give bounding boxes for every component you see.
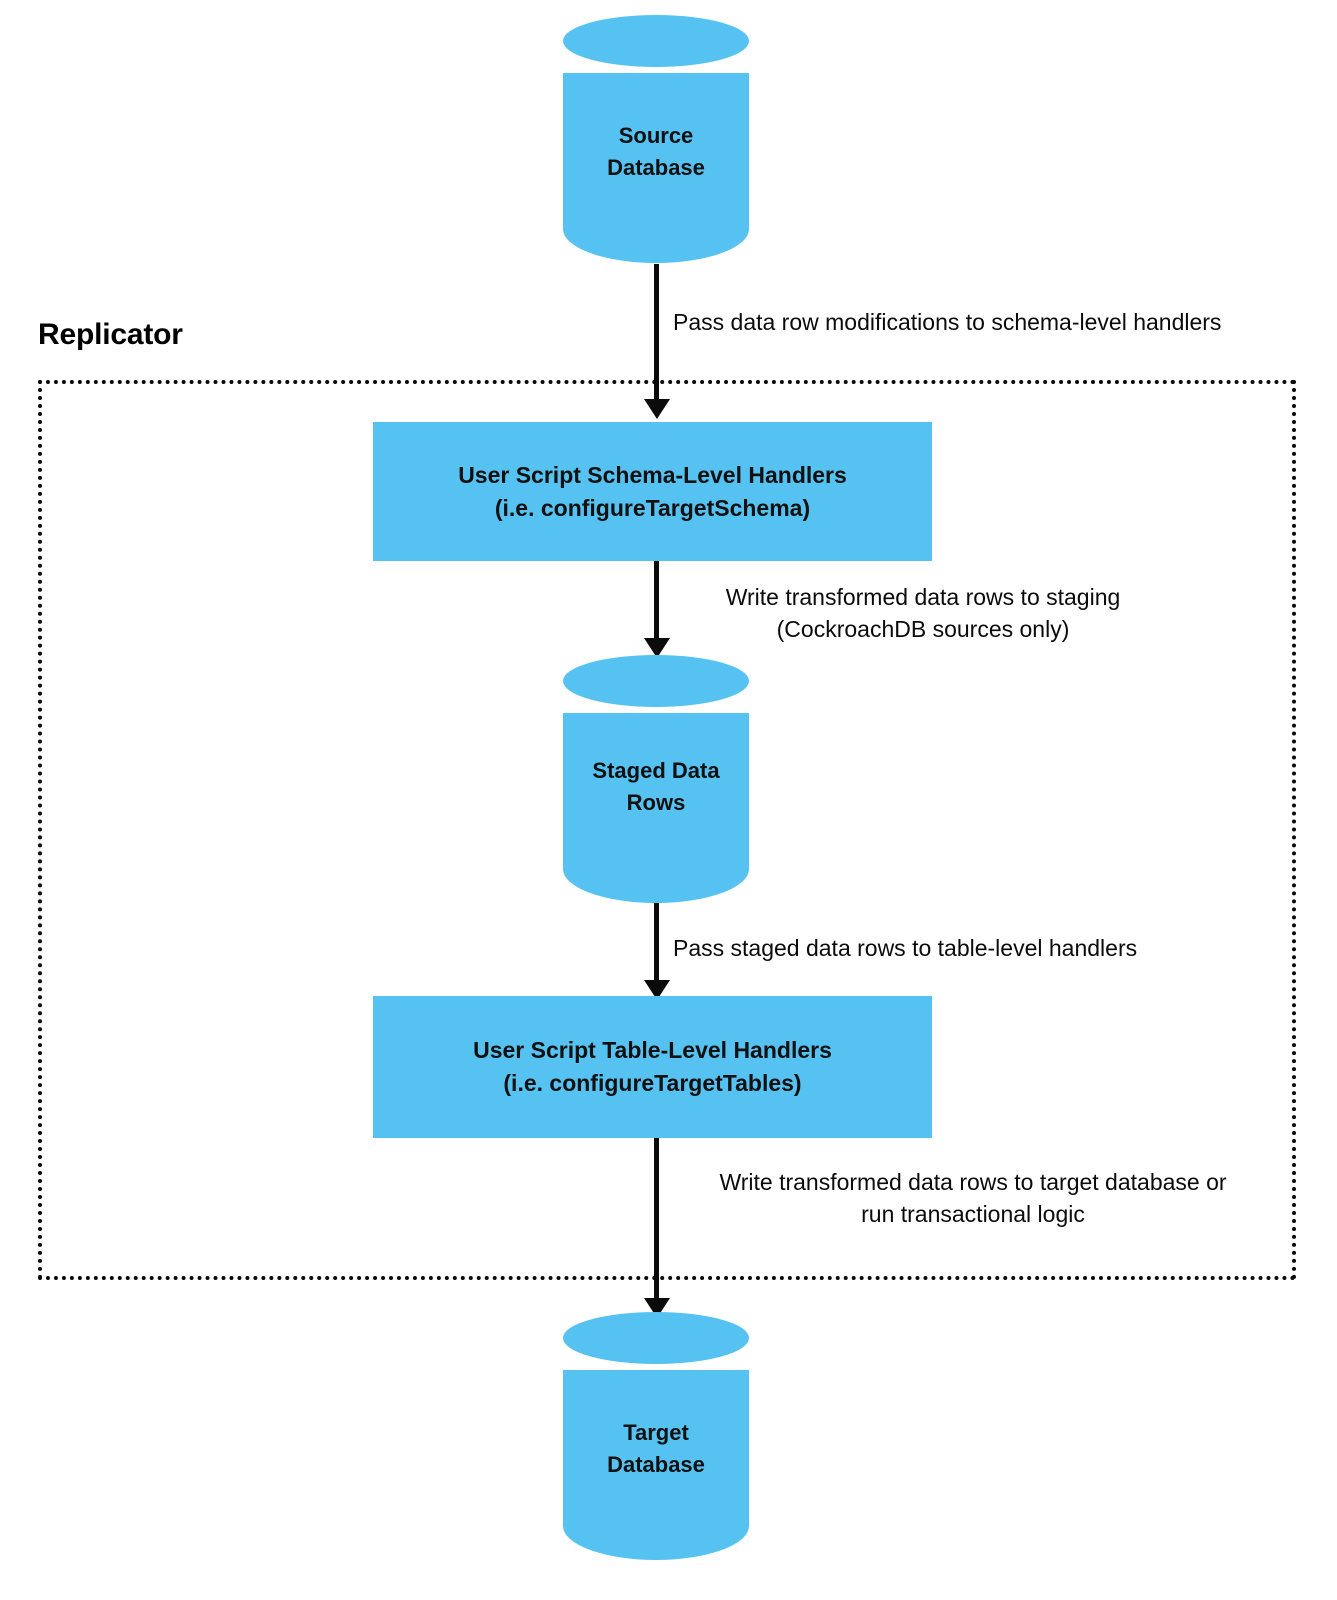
arrow-head <box>644 980 670 1000</box>
arrow-schema-handlers-to-staged-rows <box>644 561 670 658</box>
arrow-shaft <box>654 264 659 402</box>
arrow-label-source-to-schema-handlers: Pass data row modifications to schema-le… <box>673 309 1222 335</box>
arrow-label-table-handlers-to-target-database: Write transformed data rows to target da… <box>719 1169 1227 1228</box>
arrow-shaft <box>654 561 659 641</box>
arrow-head <box>644 638 670 658</box>
arrow-shaft <box>654 903 659 983</box>
replicator-group-label: Replicator <box>38 318 183 351</box>
node-table-level-handlers: User Script Table-Level Handlers (i.e. c… <box>373 996 932 1138</box>
cylinder-body <box>563 1370 749 1560</box>
replicator-group-boundary <box>38 380 1296 1280</box>
arrow-staged-rows-to-table-handlers <box>644 903 670 1000</box>
node-schema-level-handlers: User Script Schema-Level Handlers (i.e. … <box>373 422 932 561</box>
node-staged-data-rows-label: Staged Data Rows <box>592 758 720 815</box>
node-target-database-label: Target Database <box>607 1420 705 1477</box>
arrow-label-staged-rows-to-table-handlers: Pass staged data rows to table-level han… <box>673 935 1138 961</box>
cylinder-body <box>563 713 749 903</box>
cylinder-body <box>563 73 749 263</box>
arrow-label-schema-handlers-to-staged-rows: Write transformed data rows to staging (… <box>725 584 1121 643</box>
cylinder-top-ellipse <box>563 15 749 67</box>
node-schema-level-handlers-label: User Script Schema-Level Handlers (i.e. … <box>458 461 847 521</box>
arrow-source-to-schema-handlers <box>644 264 670 419</box>
arrow-shaft <box>654 1138 659 1301</box>
node-source-database: Source Database <box>563 15 749 265</box>
cylinder-top-ellipse <box>563 655 749 707</box>
node-table-level-handlers-label: User Script Table-Level Handlers (i.e. c… <box>473 1037 832 1096</box>
node-source-database-label: Source Database <box>607 123 705 180</box>
cylinder-top-ellipse <box>563 1312 749 1364</box>
node-staged-data-rows: Staged Data Rows <box>563 655 749 905</box>
arrow-head <box>644 399 670 419</box>
arrow-table-handlers-to-target-database <box>644 1138 670 1318</box>
node-target-database: Target Database <box>563 1312 749 1562</box>
